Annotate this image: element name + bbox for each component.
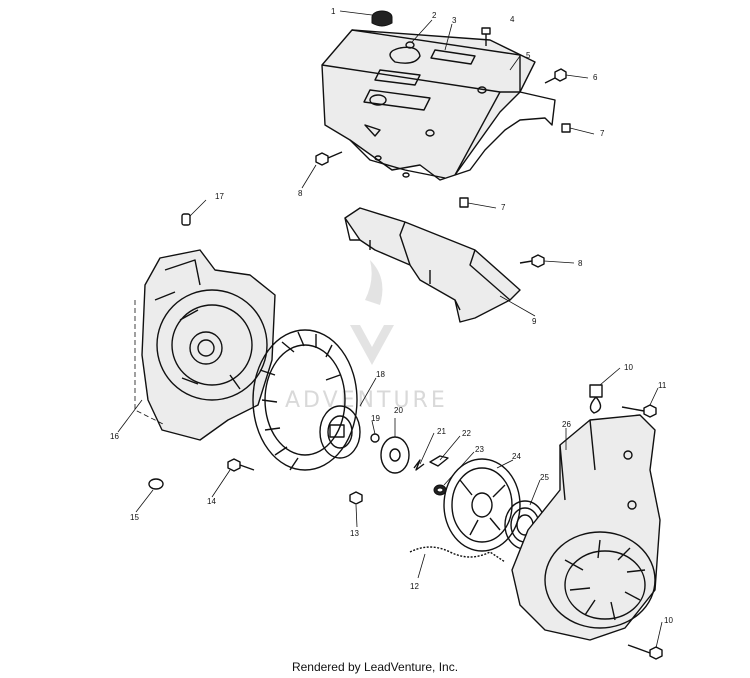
- starter-rope: [409, 546, 506, 563]
- clip-10: [589, 384, 603, 414]
- callout-8b: 8: [578, 259, 583, 268]
- bolt-8a: [315, 151, 343, 166]
- callout-16: 16: [110, 432, 119, 441]
- cylinder-shroud: [321, 29, 556, 181]
- flywheel-fan: [252, 329, 361, 471]
- callout-5: 5: [526, 51, 531, 60]
- callout-1: 1: [331, 7, 336, 16]
- callout-12: 12: [410, 582, 419, 591]
- screw-4: [481, 27, 491, 46]
- callout-21: 21: [437, 427, 446, 436]
- callout-18: 18: [376, 370, 385, 379]
- grommet-7a: [561, 123, 571, 133]
- render-credit: Rendered by LeadVenture, Inc.: [291, 660, 459, 674]
- bolt-13: [349, 491, 363, 505]
- bolt-8b: [519, 254, 545, 268]
- callout-26: 26: [562, 420, 571, 429]
- starter-pulley-20: [380, 436, 410, 474]
- callout-10a: 10: [624, 363, 633, 372]
- grommet-7b: [459, 197, 469, 208]
- pawl-22: [429, 455, 449, 467]
- callout-20: 20: [394, 406, 403, 415]
- callout-23: 23: [475, 445, 484, 454]
- callout-8a: 8: [298, 189, 303, 198]
- recoil-starter-housing: [511, 414, 661, 641]
- callout-25: 25: [540, 473, 549, 482]
- watermark-text: ADVENTURE: [285, 388, 448, 413]
- callout-10b: 10: [664, 616, 673, 625]
- callout-24: 24: [512, 452, 521, 461]
- plug-15: [148, 478, 164, 490]
- callout-17: 17: [215, 192, 224, 201]
- nut-19: [370, 433, 380, 443]
- callout-14: 14: [207, 497, 216, 506]
- fan-housing-plate: [134, 249, 276, 441]
- callout-2: 2: [432, 11, 437, 20]
- callout-labels: 1 2 3 4 5 6 7 7 8 8 9 10 10 11 12 13 14 …: [110, 7, 673, 625]
- leader-lines: [117, 10, 663, 649]
- lower-shroud: [344, 207, 521, 323]
- recoil-pulley: [443, 458, 521, 552]
- callout-22: 22: [462, 429, 471, 438]
- callout-7a: 7: [600, 129, 605, 138]
- callout-6: 6: [593, 73, 598, 82]
- bolt-6: [544, 68, 567, 84]
- bolt-14: [227, 458, 255, 472]
- callout-11: 11: [658, 381, 667, 390]
- callout-7b: 7: [501, 203, 506, 212]
- callout-4: 4: [510, 15, 515, 24]
- callout-19: 19: [371, 414, 380, 423]
- spring-21: [413, 459, 425, 471]
- callout-13: 13: [350, 529, 359, 538]
- dowel-pin-17: [181, 213, 191, 226]
- oil-filler-cap: [371, 10, 393, 27]
- callout-3: 3: [452, 16, 457, 25]
- bolt-10: [627, 644, 663, 660]
- callout-9: 9: [532, 317, 537, 326]
- callout-15: 15: [130, 513, 139, 522]
- watermark: ADVENTURE: [285, 260, 448, 413]
